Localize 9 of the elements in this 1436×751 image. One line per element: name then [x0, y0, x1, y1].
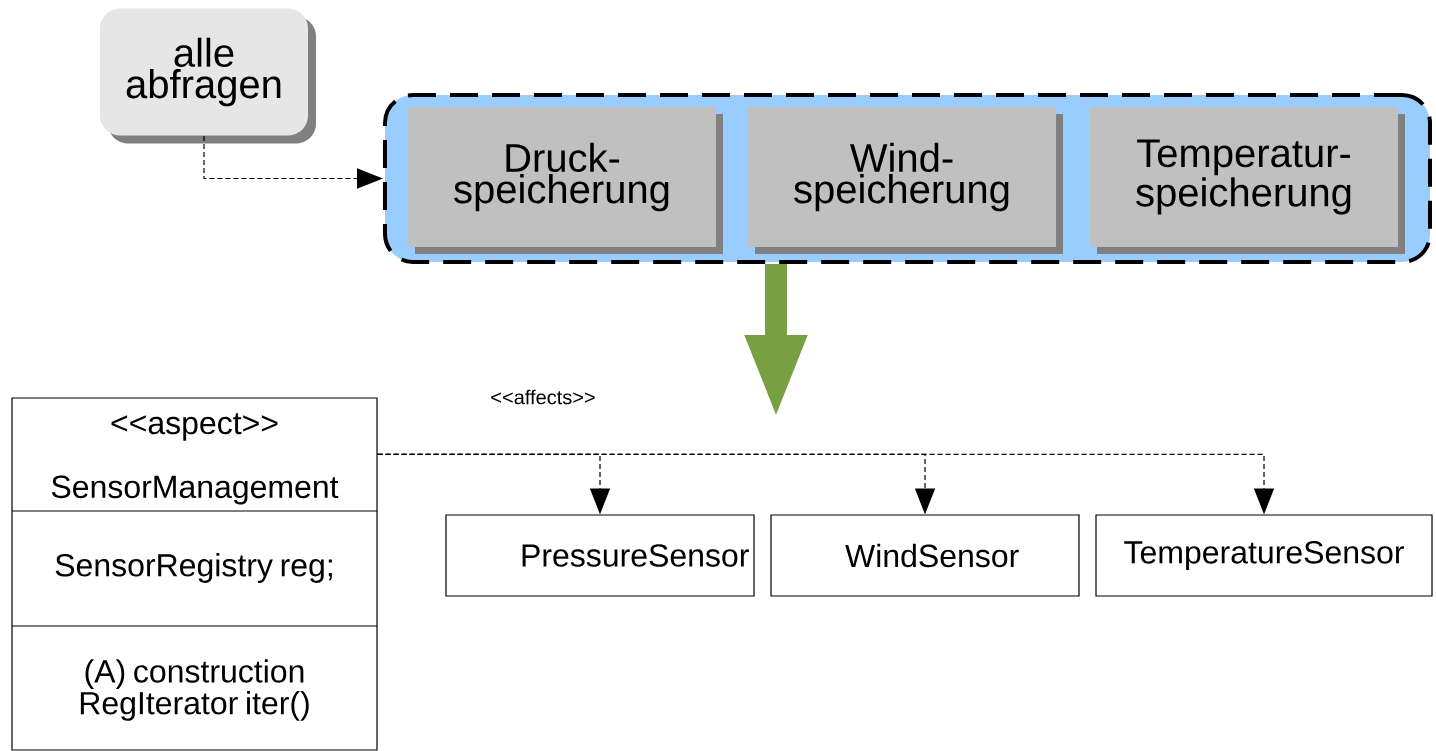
class-box: PressureSensor — [445, 514, 755, 597]
class-box: TemperatureSensor — [1095, 514, 1433, 597]
class-box: <<aspect>> SensorManagement SensorRegistry reg; (A) construction RegIterator iter() — [11, 397, 378, 751]
storage-box: Druck- speicherung — [408, 107, 723, 254]
process-box: alle abfragen — [100, 8, 316, 144]
storage-box: Temperatur- speicherung — [1090, 107, 1405, 254]
class-box: WindSensor — [770, 514, 1080, 597]
storage-box: Wind- speicherung — [748, 107, 1063, 254]
edge-label: <<affects>> — [488, 387, 598, 407]
